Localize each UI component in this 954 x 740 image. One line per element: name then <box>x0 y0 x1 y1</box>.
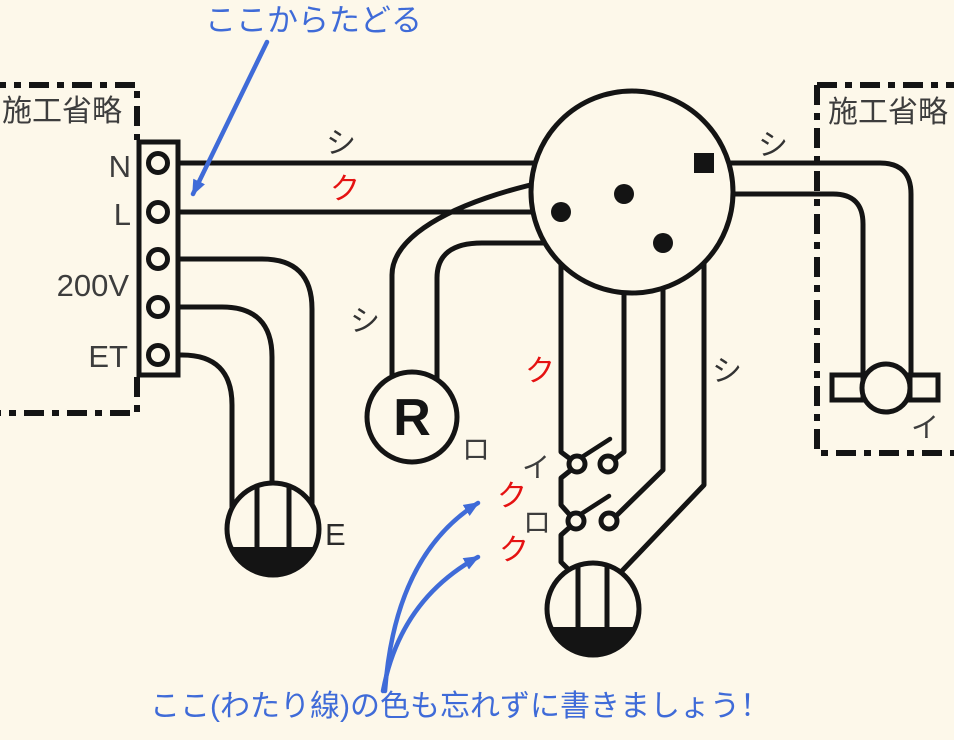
earth-outlet-slots <box>254 483 292 550</box>
terminal-circle-200v-a <box>146 247 170 271</box>
wire-switch-ro-drop <box>613 249 666 519</box>
switch-i-lever <box>579 436 613 460</box>
start-here-note: ここからたどる <box>205 3 422 38</box>
terminal-circle-et <box>146 343 170 367</box>
jumper-switch-i-to-ro <box>558 467 574 517</box>
terminal-circle-l <box>146 200 170 224</box>
switch-ro-right-contact <box>598 510 620 532</box>
terminal-label-l: L <box>114 197 131 232</box>
wire-color-label: シ <box>758 129 788 162</box>
terminal-circle-200v-b <box>146 295 170 319</box>
terminal-label-200v: 200V <box>57 268 130 303</box>
annotation-start-here: ここからたどる <box>190 3 422 197</box>
wire-color-label: ク <box>330 173 360 206</box>
source-terminal-block: N L 200V ET <box>57 139 181 378</box>
wire-color-label: ク <box>499 534 529 567</box>
left-omission-border <box>0 82 140 416</box>
right-device: イ <box>829 361 941 443</box>
lamp-circuit-label: ロ <box>462 434 490 465</box>
outlet-slots <box>575 563 610 630</box>
right-device-circle <box>859 361 913 415</box>
connection-dot-live <box>551 202 571 222</box>
earth-outlet-earth-mark <box>231 547 316 576</box>
wire-earth <box>164 352 235 511</box>
terminal-label-et: ET <box>88 339 128 374</box>
earth-outlet: E <box>224 480 346 578</box>
wire-color-label: シ <box>326 127 356 160</box>
lamp-receptacle-letter: R <box>393 389 431 447</box>
right-device-label: イ <box>911 412 939 443</box>
connection-points <box>551 153 714 253</box>
switch-ro-label: ロ <box>523 507 551 538</box>
terminal-label-n: N <box>109 149 131 184</box>
switch-i-label: イ <box>522 452 550 483</box>
wire-switch-feed <box>558 219 572 461</box>
switch-ro: ロ <box>523 493 620 538</box>
wire-right-switched <box>630 191 866 378</box>
earth-outlet-label: E <box>325 517 346 552</box>
wire-lamp-switched <box>434 240 661 383</box>
wire-neutral <box>164 160 914 378</box>
switch-i-right-contact <box>597 453 619 475</box>
wire-color-labels: シクシクシシクク <box>326 127 788 567</box>
switch-i: イ <box>522 436 619 483</box>
jumper-reminder-note: ここ(わたり線)の色も忘れずに書きましょう！ <box>150 690 770 723</box>
jumper-arrow-upper <box>382 500 481 694</box>
right-device-right-wing <box>907 372 941 403</box>
start-here-arrow <box>190 39 270 197</box>
wire-color-label: シ <box>350 305 380 338</box>
connection-dot-switch-i <box>614 184 634 204</box>
right-device-left-wing <box>829 372 866 403</box>
wires <box>164 160 914 579</box>
wire-color-label: シ <box>712 355 742 388</box>
lamp-receptacle: R ロ <box>364 369 490 465</box>
left-omission-box: 施工省略 <box>0 82 140 416</box>
switch-ro-lever <box>578 493 612 517</box>
wire-color-label: ク <box>525 355 555 388</box>
annotation-jumper-reminder: ここ(わたり線)の色も忘れずに書きましょう！ <box>150 500 770 723</box>
jumper-arrow-lower <box>380 554 481 694</box>
left-omission-label: 施工省略 <box>2 95 122 128</box>
terminal-circle-n <box>146 151 170 175</box>
outlet <box>544 560 642 658</box>
right-omission-border <box>814 82 954 456</box>
wire-200v-b <box>164 304 275 487</box>
switch-i-left-contact <box>566 453 588 475</box>
right-omission-box: 施工省略 <box>814 82 954 456</box>
connection-square-neutral <box>694 153 714 173</box>
terminal-block-body <box>136 139 181 378</box>
right-omission-label: 施工省略 <box>828 96 948 129</box>
wire-200v-a <box>164 256 315 508</box>
switch-ro-left-contact <box>565 510 587 532</box>
lamp-receptacle-circle <box>364 369 460 465</box>
wire-color-label: ク <box>497 480 527 513</box>
wire-outlet-white <box>618 170 707 575</box>
outlet-earth-mark <box>551 627 636 656</box>
connection-dot-switch-ro <box>653 233 673 253</box>
